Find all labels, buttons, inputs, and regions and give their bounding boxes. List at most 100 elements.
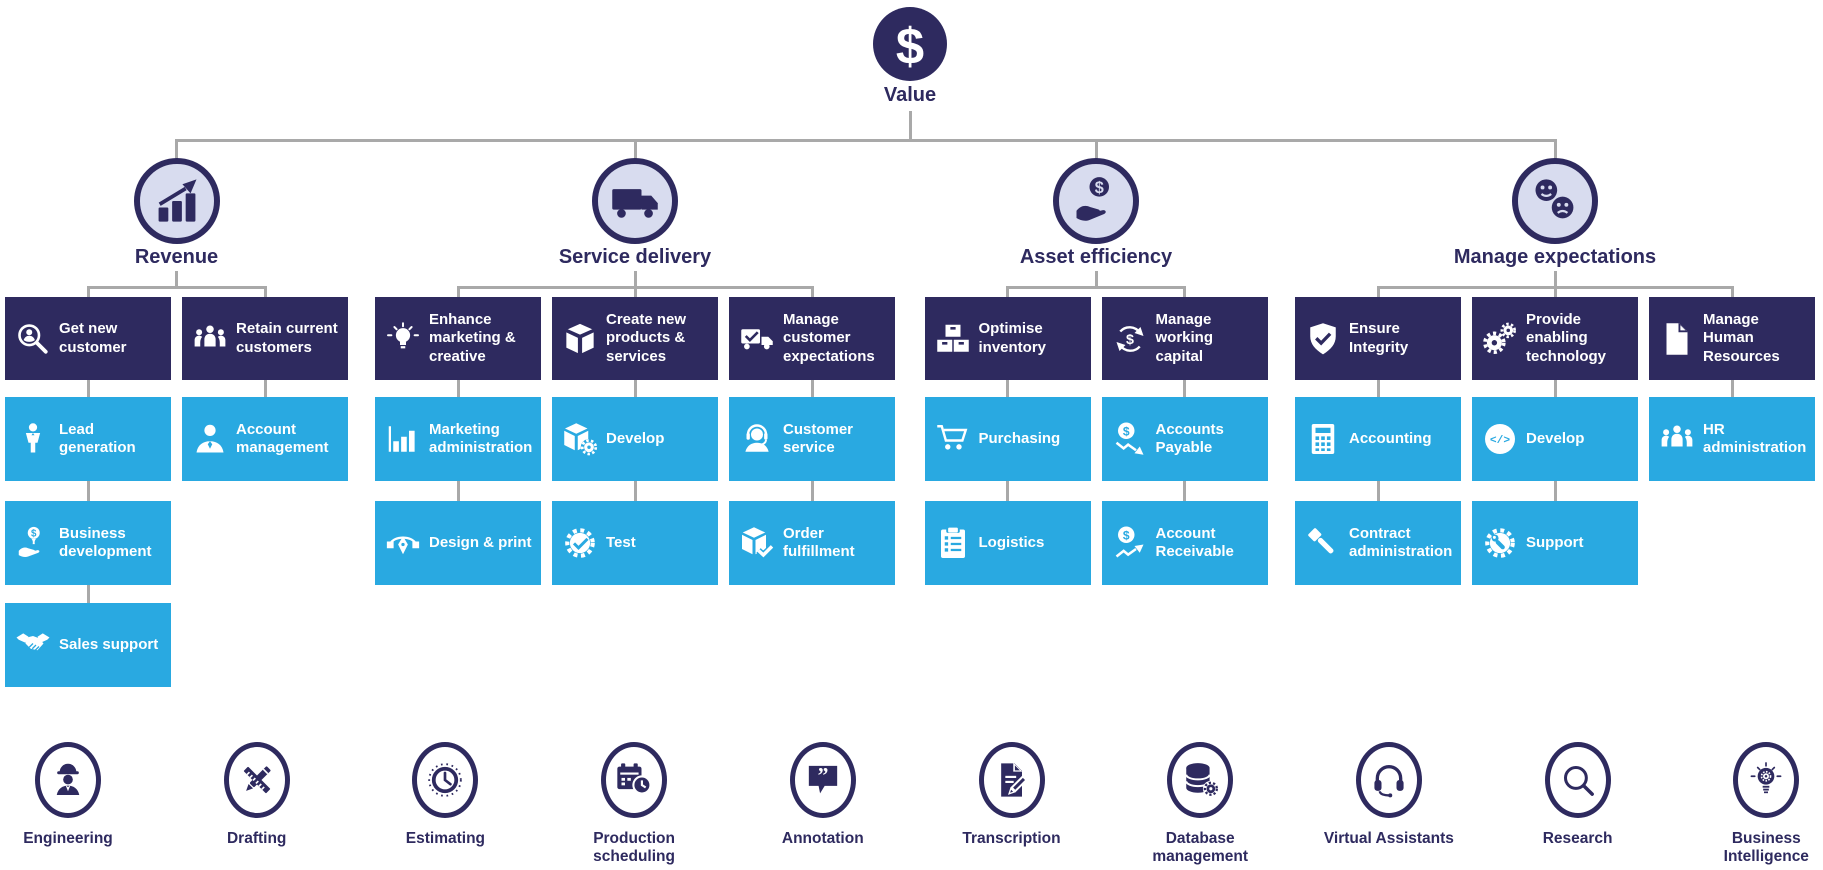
magnifier-icon — [1558, 760, 1598, 800]
handshake-icon — [15, 627, 51, 663]
clipboard-icon — [935, 525, 971, 561]
branch-node-manage-expectations — [1512, 158, 1598, 244]
head-box-retain-current-customers: Retain current customers — [182, 297, 348, 380]
headset-icon — [1369, 760, 1409, 800]
branch-node-service-delivery — [592, 158, 678, 244]
clock-icon — [425, 760, 465, 800]
service-node-production-scheduling — [601, 742, 668, 818]
box-lead-generation: Lead generation — [5, 397, 171, 481]
connector-line — [1006, 286, 1009, 297]
connector-line — [175, 139, 178, 159]
connector-line — [633, 286, 637, 297]
branch-label-revenue: Revenue — [134, 246, 219, 268]
money-cycle-icon: $ — [1112, 321, 1148, 357]
head-box-enhance-marketing-creative-label: Enhance marketing & creative — [429, 311, 516, 365]
box-design-print: Design & print — [375, 501, 541, 585]
connector-line — [1730, 380, 1734, 397]
faces-icon — [1529, 175, 1581, 227]
box-develop: </>Develop — [1472, 397, 1638, 481]
annotation-icon: ” — [803, 760, 843, 800]
connector-line — [1553, 380, 1557, 397]
box-support-label: Support — [1526, 533, 1584, 551]
gear-check-icon — [562, 525, 598, 561]
connector-line — [908, 111, 912, 139]
service-label-drafting: Drafting — [226, 830, 287, 847]
box-accounting-label: Accounting — [1349, 429, 1432, 447]
branch-label-asset-efficiency: Asset efficiency — [1019, 246, 1173, 268]
connector-line — [456, 481, 460, 501]
value-node: $ — [873, 7, 947, 81]
hand-coin-icon: $ — [1070, 175, 1122, 227]
connector-line — [1553, 481, 1557, 501]
service-label-production-scheduling: Production scheduling — [593, 830, 675, 866]
connector-line — [633, 271, 637, 287]
head-box-provide-enabling-technology: Provide enabling technology — [1472, 297, 1638, 380]
svg-text:$: $ — [1122, 528, 1129, 542]
connector-line — [1183, 286, 1186, 297]
head-box-optimise-inventory-label: Optimise inventory — [978, 320, 1047, 356]
box-check-icon — [739, 525, 775, 561]
document-icon — [1659, 321, 1695, 357]
service-label-virtual-assistants: Virtual Assistants — [1323, 830, 1454, 847]
box-accounting: Accounting — [1295, 397, 1461, 481]
box-business-development-label: Business development — [59, 524, 152, 560]
head-box-manage-customer-expectations-label: Manage customer expectations — [783, 311, 875, 365]
connector-line — [810, 380, 814, 397]
box-support: Support — [1472, 501, 1638, 585]
service-label-estimating: Estimating — [405, 830, 485, 847]
box-purchasing-label: Purchasing — [978, 429, 1061, 447]
branch-node-revenue — [133, 158, 220, 244]
people-icon — [192, 321, 228, 357]
connector-line — [86, 481, 90, 501]
box-account-management: Account management — [182, 397, 348, 481]
service-node-database-management — [1167, 742, 1234, 818]
hr-people-icon — [1659, 421, 1695, 457]
account-person-icon — [192, 421, 228, 457]
bulb-gear-icon — [1746, 760, 1786, 800]
transcription-icon — [992, 760, 1032, 800]
gear-wrench-icon — [1482, 525, 1518, 561]
cart-icon — [935, 421, 971, 457]
find-customer-icon — [15, 321, 51, 357]
connector-line — [1553, 271, 1557, 287]
service-label-business-intelligence: Business Intelligence — [1723, 830, 1809, 866]
box-logistics: Logistics — [924, 501, 1091, 585]
database-icon — [1180, 760, 1220, 800]
service-node-engineering — [35, 742, 101, 818]
connector-line — [1376, 481, 1380, 501]
service-node-transcription — [978, 742, 1045, 818]
box-hr-administration-label: HR administration — [1703, 420, 1807, 456]
service-label-research: Research — [1542, 830, 1613, 847]
service-node-annotation: ” — [789, 742, 856, 818]
connector-line — [1094, 271, 1098, 287]
svg-text:$: $ — [896, 17, 924, 73]
head-box-enhance-marketing-creative: Enhance marketing & creative — [375, 297, 541, 380]
box-order-fulfillment: Order fulfillment — [729, 501, 895, 585]
connector-line — [456, 286, 460, 297]
svg-text:$: $ — [31, 529, 37, 540]
shield-check-icon — [1305, 321, 1341, 357]
svg-text:$: $ — [1095, 179, 1104, 197]
calculator-icon — [1305, 421, 1341, 457]
drafting-icon — [237, 760, 277, 800]
connector-line — [810, 481, 814, 501]
box-purchasing: Purchasing — [924, 397, 1091, 481]
box-customer-service-label: Customer service — [783, 420, 854, 456]
box-test: Test — [552, 501, 718, 585]
box-business-development: $ Business development — [5, 501, 171, 585]
service-label-database-management: Database management — [1152, 830, 1248, 866]
connector-line — [1094, 139, 1098, 159]
connector-line — [1183, 380, 1186, 397]
box-test-label: Test — [606, 533, 636, 551]
connector-line — [86, 585, 90, 603]
head-box-create-new-products-services: Create new products & services — [552, 297, 718, 380]
connector-line — [263, 286, 267, 297]
head-box-optimise-inventory: Optimise inventory — [924, 297, 1091, 380]
pen-tool-icon — [385, 525, 421, 561]
box-accounts-payable: $Accounts Payable — [1101, 397, 1268, 481]
service-label-annotation: Annotation — [781, 830, 864, 847]
code-icon: </> — [1482, 421, 1518, 457]
bar-chart-icon — [385, 421, 421, 457]
head-box-get-new-customer-label: Get new customer — [59, 320, 127, 356]
bulb-icon — [385, 321, 421, 357]
